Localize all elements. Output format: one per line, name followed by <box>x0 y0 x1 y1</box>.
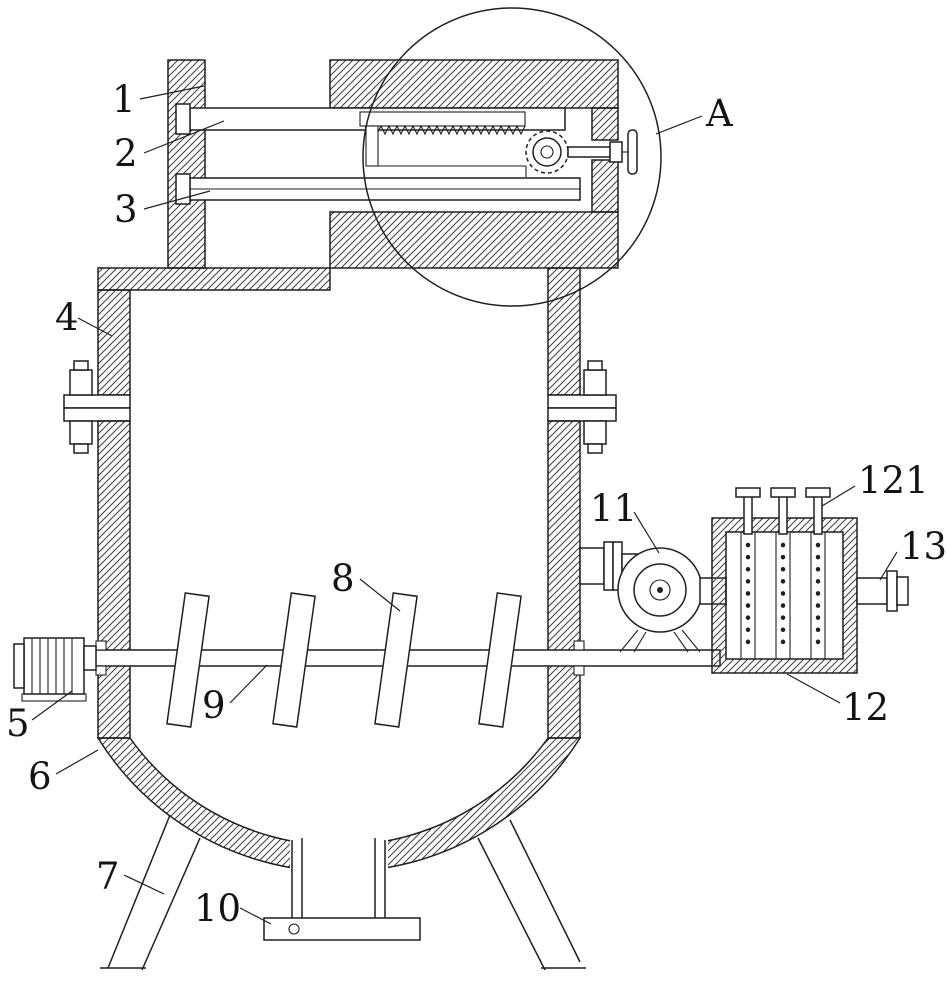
label-2: 2 <box>114 132 138 175</box>
agitator-blade <box>478 592 522 728</box>
leader-line-11 <box>633 511 660 554</box>
vessel-top-plate <box>97 267 331 291</box>
leader-line-3 <box>143 190 211 210</box>
filter-tubes <box>740 532 826 659</box>
motor-body <box>23 637 85 695</box>
vessel-wall-right-upper <box>547 267 581 396</box>
leader-line-10 <box>239 907 272 925</box>
base-plate <box>263 917 421 941</box>
support-leg-right <box>477 819 586 971</box>
tube-top-caps <box>735 487 831 535</box>
leader-line-6 <box>55 749 99 775</box>
vessel-wall-left-upper <box>97 289 131 396</box>
filter-outlet <box>856 570 909 612</box>
leader-line-5 <box>31 690 73 721</box>
housing-bottom-slab <box>329 211 619 269</box>
label-12: 12 <box>842 686 889 729</box>
label-3: 3 <box>114 188 138 231</box>
motor-fins <box>31 638 73 694</box>
pump-inlet-nozzle <box>579 547 605 585</box>
housing-right-cap-upper <box>591 107 619 141</box>
leader-line-13 <box>879 551 898 581</box>
agitator-blade <box>166 592 210 728</box>
rack-teeth <box>364 124 526 136</box>
leader-line-1 <box>139 85 205 100</box>
support-leg-left <box>100 814 201 971</box>
housing-left-column <box>167 59 206 269</box>
label-13: 13 <box>900 525 946 568</box>
agitator-blade <box>374 592 418 728</box>
housing-top-slab <box>329 59 619 109</box>
vessel-shell <box>63 267 617 941</box>
base-plate-hole <box>288 923 300 935</box>
detail-circle-a <box>362 7 662 307</box>
guide-bar <box>378 165 527 177</box>
motor <box>13 637 97 702</box>
agitator <box>83 592 721 728</box>
push-rod-upper <box>175 103 566 177</box>
leader-line-8 <box>359 578 401 612</box>
label-10: 10 <box>194 887 241 930</box>
label-7: 7 <box>96 855 120 898</box>
filter-unit <box>711 487 909 674</box>
push-rod-lower <box>175 173 581 205</box>
label-6: 6 <box>28 755 52 798</box>
bottom-outlet <box>263 834 421 941</box>
leader-line-7 <box>123 874 165 895</box>
label-11: 11 <box>590 487 637 530</box>
circulation-pump <box>579 541 727 653</box>
rack-bar <box>359 111 526 127</box>
drive-housing <box>167 59 619 269</box>
rack-holder-plate <box>365 125 379 167</box>
leader-line-2 <box>143 120 225 154</box>
flange-joint-left <box>63 360 131 454</box>
vessel-wall-right-lower <box>547 420 581 739</box>
support-legs <box>100 814 586 971</box>
label-4: 4 <box>55 296 79 339</box>
gear-shaft <box>567 146 611 158</box>
leader-line-9 <box>229 664 268 704</box>
filter-box <box>711 517 858 674</box>
label-1: 1 <box>112 78 136 121</box>
agitator-blade <box>272 592 316 728</box>
label-A: A <box>705 92 734 135</box>
label-9: 9 <box>202 684 226 727</box>
leader-line-A <box>655 115 703 135</box>
housing-right-cap-lower <box>591 159 619 213</box>
motor-coupling <box>83 645 97 671</box>
label-121: 121 <box>858 459 929 502</box>
leader-line-4 <box>77 317 113 337</box>
label-5: 5 <box>6 702 30 745</box>
labels: 1 2 3 4 5 6 7 8 9 10 11 12 121 13 A <box>6 78 946 930</box>
shaft-nut <box>609 141 623 163</box>
label-8: 8 <box>331 557 355 600</box>
leader-line-12 <box>786 673 841 704</box>
gear-assembly <box>525 129 638 175</box>
pump-support-legs <box>619 629 701 653</box>
leader-lines <box>31 85 898 925</box>
vessel-bottom-dome <box>96 737 582 873</box>
hand-crank <box>627 129 638 175</box>
leader-line-121 <box>821 485 856 507</box>
vessel-wall-left-lower <box>97 420 131 739</box>
flange-joint-right <box>547 360 617 454</box>
